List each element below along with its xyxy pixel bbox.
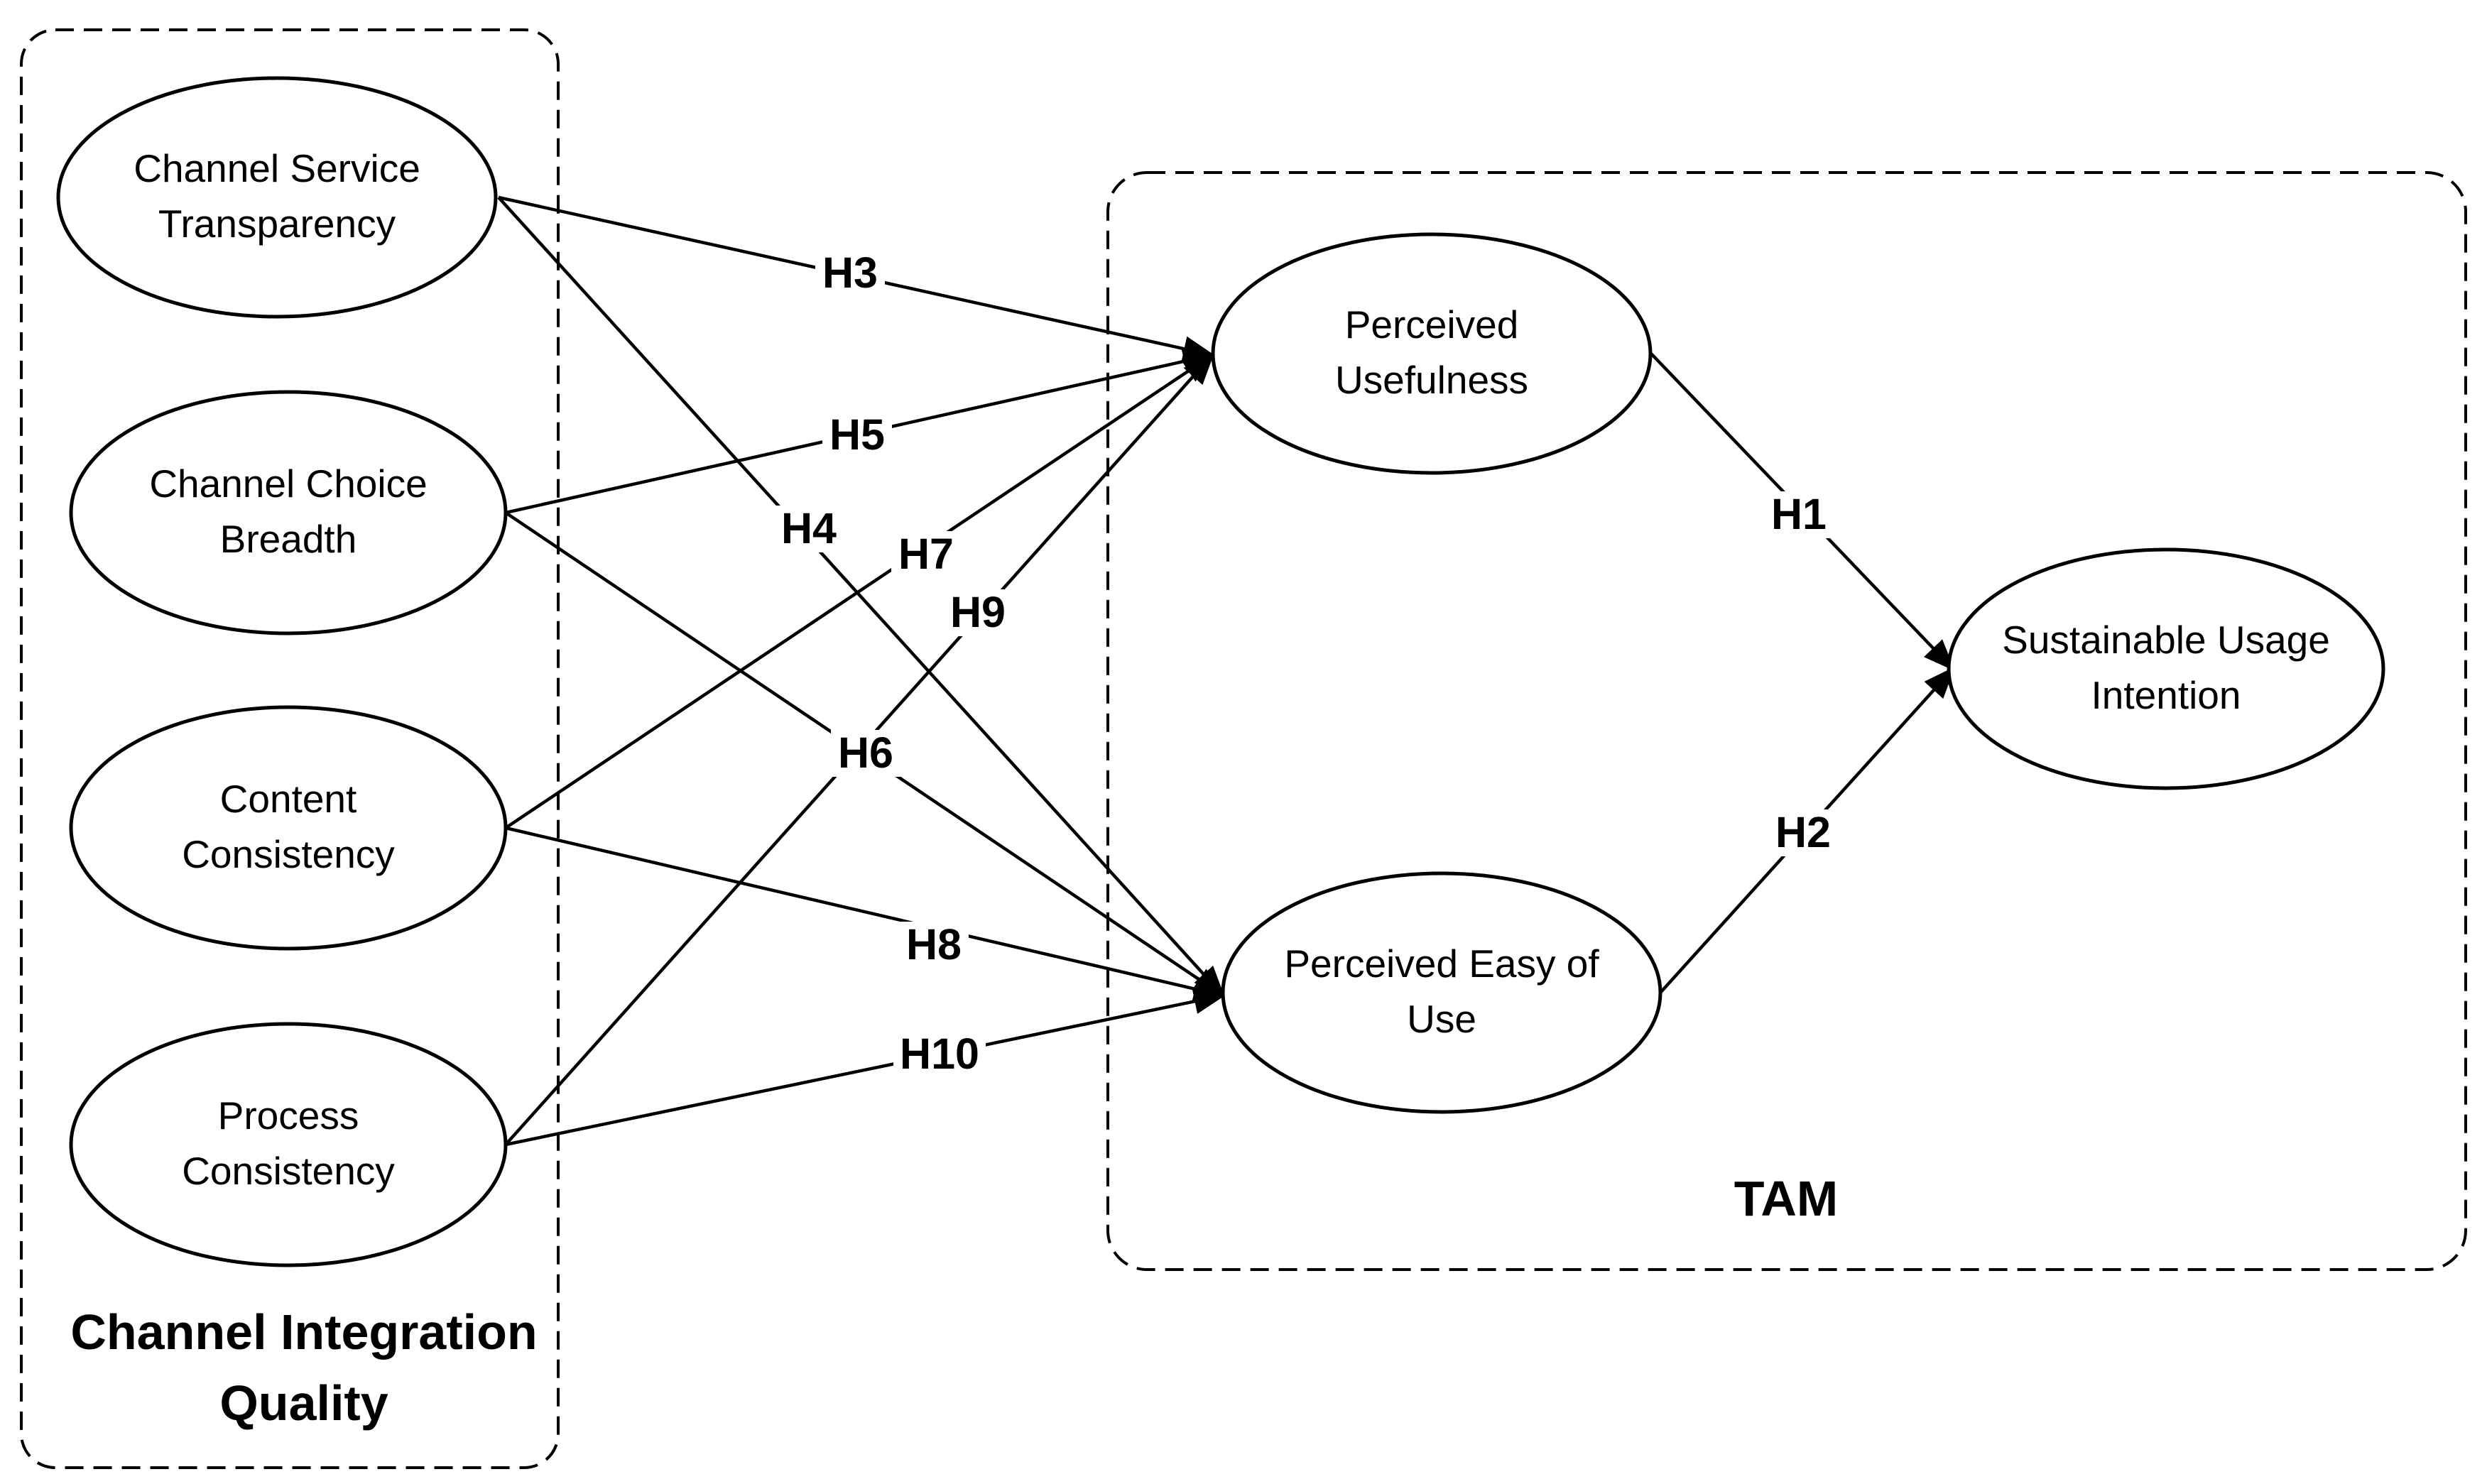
label-h6: H6: [838, 729, 893, 777]
node-perceived-usefulness: Perceived Usefulness: [1211, 232, 1653, 475]
node-channel-choice-breadth: Channel Choice Breadth: [69, 390, 508, 635]
label-h8: H8: [906, 920, 962, 969]
label-h4: H4: [781, 504, 837, 552]
node-label-line1: Process: [218, 1093, 359, 1137]
label-h10: H10: [900, 1030, 979, 1078]
node-label-line2: Consistency: [182, 832, 395, 876]
node-label-line1: Channel Choice: [149, 462, 427, 506]
node-label-line1: Perceived: [1345, 302, 1519, 347]
label-h3: H3: [822, 249, 878, 297]
channel-integration-quality-group: [20, 28, 560, 1469]
group-label-tam: TAM: [1734, 1171, 1838, 1226]
label-h2: H2: [1775, 808, 1831, 856]
node-label-line2: Breadth: [220, 517, 357, 561]
node-channel-service-transparency: Channel Service Transparency: [56, 76, 498, 319]
node-label-line2: Intention: [2091, 673, 2241, 717]
node-label-line1: Sustainable Usage: [2002, 618, 2330, 662]
group-label-channel-integration-quality-line2: Quality: [219, 1375, 388, 1431]
node-label-line1: Content: [220, 777, 357, 821]
label-h9: H9: [950, 588, 1006, 636]
node-label-line2: Use: [1407, 997, 1476, 1041]
arrow-h10: [505, 988, 1226, 1147]
node-process-consistency: Process Consistency: [69, 1022, 508, 1267]
hypothesis-labels: H3 H5 H4 H7 H9 H6 H8 H10 H1 H2: [774, 249, 1838, 1078]
node-content-consistency: Content Consistency: [69, 705, 508, 951]
node-label-line2: Usefulness: [1335, 358, 1528, 402]
tam-group: [1106, 171, 2467, 1271]
arrow-h4: [497, 196, 1226, 998]
group-label-channel-integration-quality-line1: Channel Integration: [70, 1304, 537, 1360]
node-label-line2: Transparency: [158, 202, 396, 246]
node-label-line1: Channel Service: [134, 146, 420, 190]
node-sustainable-usage-intention: Sustainable Usage Intention: [1947, 547, 2385, 790]
arrow-h8: [505, 826, 1226, 1002]
node-label-line2: Consistency: [182, 1149, 395, 1193]
arrow-h7: [504, 353, 1215, 829]
label-h5: H5: [829, 410, 885, 459]
node-label-line1: Perceived Easy of: [1284, 942, 1599, 986]
label-h1: H1: [1771, 490, 1827, 538]
node-perceived-easy-of-use: Perceived Easy of Use: [1221, 871, 1662, 1114]
label-h7: H7: [898, 530, 954, 578]
